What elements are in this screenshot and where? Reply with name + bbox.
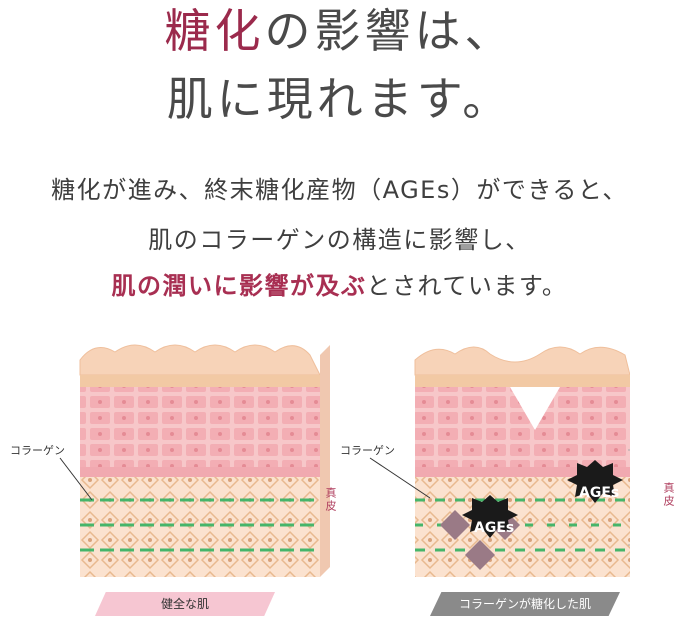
body-highlight: 肌の潤いに影響が及ぶ: [111, 272, 367, 300]
collagen-label-glycated: コラーゲン: [340, 444, 395, 457]
headline-rest: の影響は、: [264, 4, 515, 58]
body-line-3-rest: とされています。: [366, 272, 568, 300]
body-line-1: 糖化が進み、終末糖化産物（AGEs）ができると、: [51, 176, 628, 204]
dermis-label-right: 真皮: [662, 482, 675, 508]
ages-label-1: AGEs: [474, 520, 515, 536]
ages-burst-1: [462, 495, 518, 538]
glycated-skin-block: [369, 346, 633, 577]
body-line-3: 肌の潤いに影響が及ぶとされています。: [0, 266, 679, 301]
collagen-fibers-damaged: [415, 498, 630, 552]
body-line-2: 肌のコラーゲンの構造に影響し、: [148, 226, 531, 254]
headline-line-1: 糖化の影響は、: [0, 8, 679, 54]
ages-burst-2: [567, 460, 623, 503]
glycated-skin-illustration: コラーゲン AGEs AGEs: [340, 330, 633, 600]
healthy-skin-block: [59, 344, 337, 577]
dermis-label-left: 真皮: [324, 487, 337, 513]
healthy-skin-caption: 健全な肌: [95, 592, 275, 616]
glycated-skin-caption: コラーゲンが糖化した肌: [430, 592, 620, 616]
headline-line-2: 肌に現れます。: [166, 72, 513, 126]
headline-accent: 糖化: [164, 4, 265, 58]
collagen-label: コラーゲン: [10, 444, 65, 457]
healthy-skin-illustration: コラーゲン: [10, 330, 337, 600]
ages-label-2: AGEs: [579, 485, 620, 501]
collagen-fibers: [80, 498, 320, 552]
